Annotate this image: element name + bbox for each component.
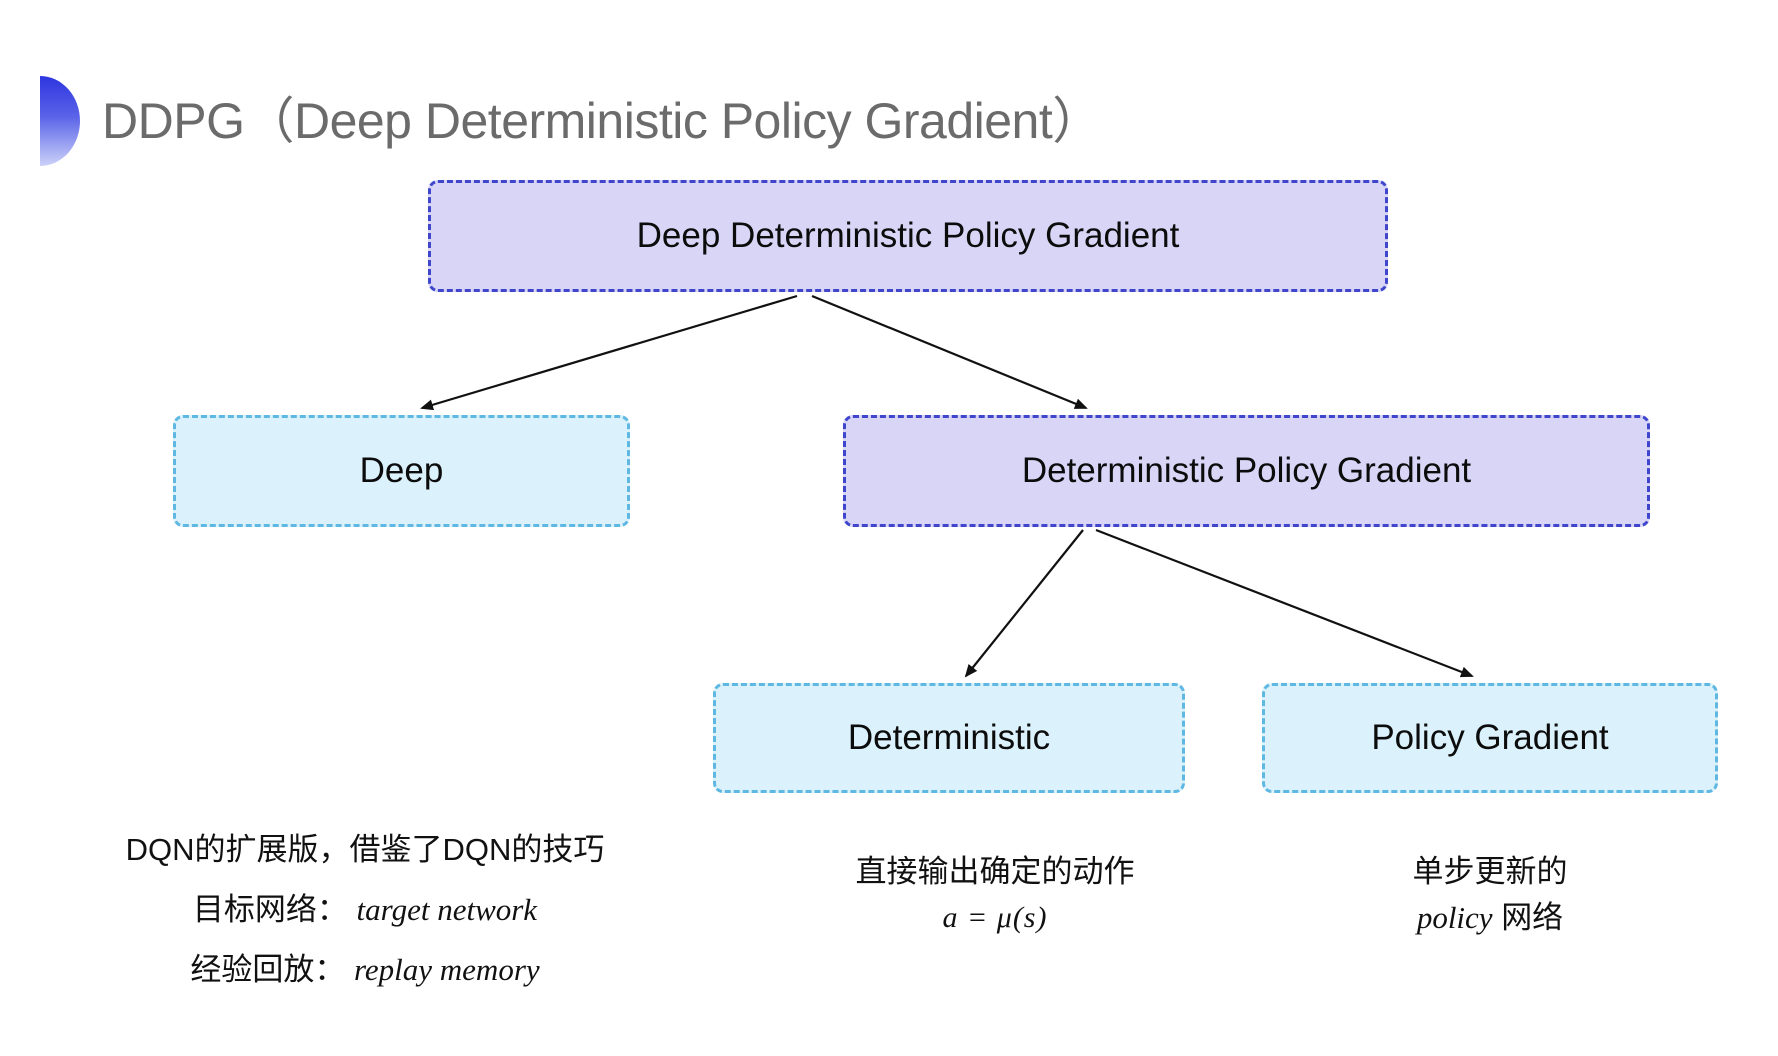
node-label: Deep (359, 451, 444, 490)
note-deep-line2: 目标网络： target network (110, 880, 620, 940)
note-det-line1: 直接输出确定的动作 (775, 849, 1215, 895)
note-term: replay memory (353, 952, 540, 987)
arrow-dpg-to-policy-gradient (1095, 528, 1474, 678)
page-title: DDPG（Deep Deterministic Policy Gradient） (102, 93, 1102, 149)
note-text: 单步更新的 (1412, 854, 1568, 889)
node-label: Deterministic (847, 718, 1051, 757)
note-label: 经验回放： (190, 952, 346, 987)
note-deep-line1: DQN的扩展版，借鉴了DQN的技巧 (110, 820, 620, 880)
arrow-root-to-dpg (811, 294, 1088, 410)
title-bullet-icon (40, 76, 80, 166)
note-deterministic: 直接输出确定的动作 a = μ(s) (775, 849, 1215, 941)
node-label: Deterministic Policy Gradient (1021, 451, 1472, 490)
arrow-root-to-deep (420, 294, 798, 411)
node-policy-gradient: Policy Gradient (1262, 683, 1718, 793)
node-label: Policy Gradient (1371, 718, 1609, 757)
note-pg-line1: 单步更新的 (1280, 849, 1700, 895)
node-deep-deterministic-policy-gradient: Deep Deterministic Policy Gradient (428, 180, 1388, 292)
arrow-dpg-to-deterministic (964, 529, 1084, 678)
note-label: 目标网络： (192, 892, 348, 927)
node-deterministic: Deterministic (713, 683, 1185, 793)
note-text: DQN的扩展版，借鉴了DQN的技巧 (125, 832, 605, 867)
node-deterministic-policy-gradient: Deterministic Policy Gradient (843, 415, 1650, 527)
note-det-formula: a = μ(s) (942, 901, 1048, 934)
note-text: 直接输出确定的动作 (855, 854, 1135, 889)
note-deep: DQN的扩展版，借鉴了DQN的技巧 目标网络： target network 经… (110, 820, 620, 1000)
note-text: 网络 (1501, 900, 1564, 935)
note-deep-line3: 经验回放： replay memory (110, 940, 620, 1000)
node-deep: Deep (173, 415, 630, 527)
note-term: target network (356, 892, 538, 927)
note-pg-line2: policy 网络 (1280, 895, 1700, 941)
note-term: policy (1416, 900, 1493, 935)
node-label: Deep Deterministic Policy Gradient (636, 216, 1180, 255)
note-policy-gradient: 单步更新的 policy 网络 (1280, 849, 1700, 941)
